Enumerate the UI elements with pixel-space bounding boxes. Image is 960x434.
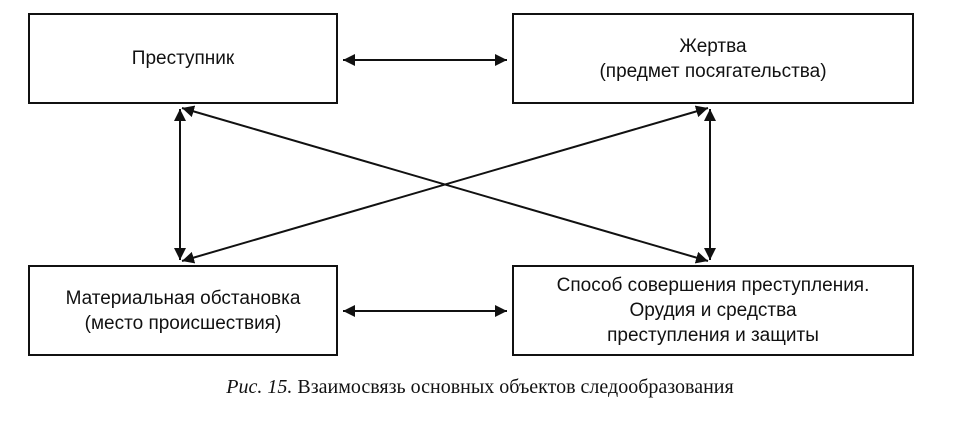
node-criminal-label: Преступник — [131, 48, 235, 69]
edge-scene-victim — [181, 105, 709, 264]
node-scene: Материальная обстановка (место происшест… — [28, 265, 338, 356]
figure-caption: Рис. 15. Взаимосвязь основных объектов с… — [0, 376, 960, 399]
figure-caption-text: Взаимосвязь основных объектов следообраз… — [297, 376, 734, 398]
node-criminal: Преступник — [28, 13, 338, 104]
node-victim: Жертва (предмет посягательства) — [512, 13, 914, 104]
node-method: Способ совершения преступления. Орудия и… — [512, 265, 914, 356]
figure-caption-label: Рис. 15. — [226, 376, 293, 398]
node-scene-label: Материальная обстановка (место происшест… — [65, 287, 301, 334]
node-victim-label: Жертва (предмет посягательства) — [599, 35, 827, 82]
node-method-label: Способ совершения преступления. Орудия и… — [556, 275, 870, 346]
